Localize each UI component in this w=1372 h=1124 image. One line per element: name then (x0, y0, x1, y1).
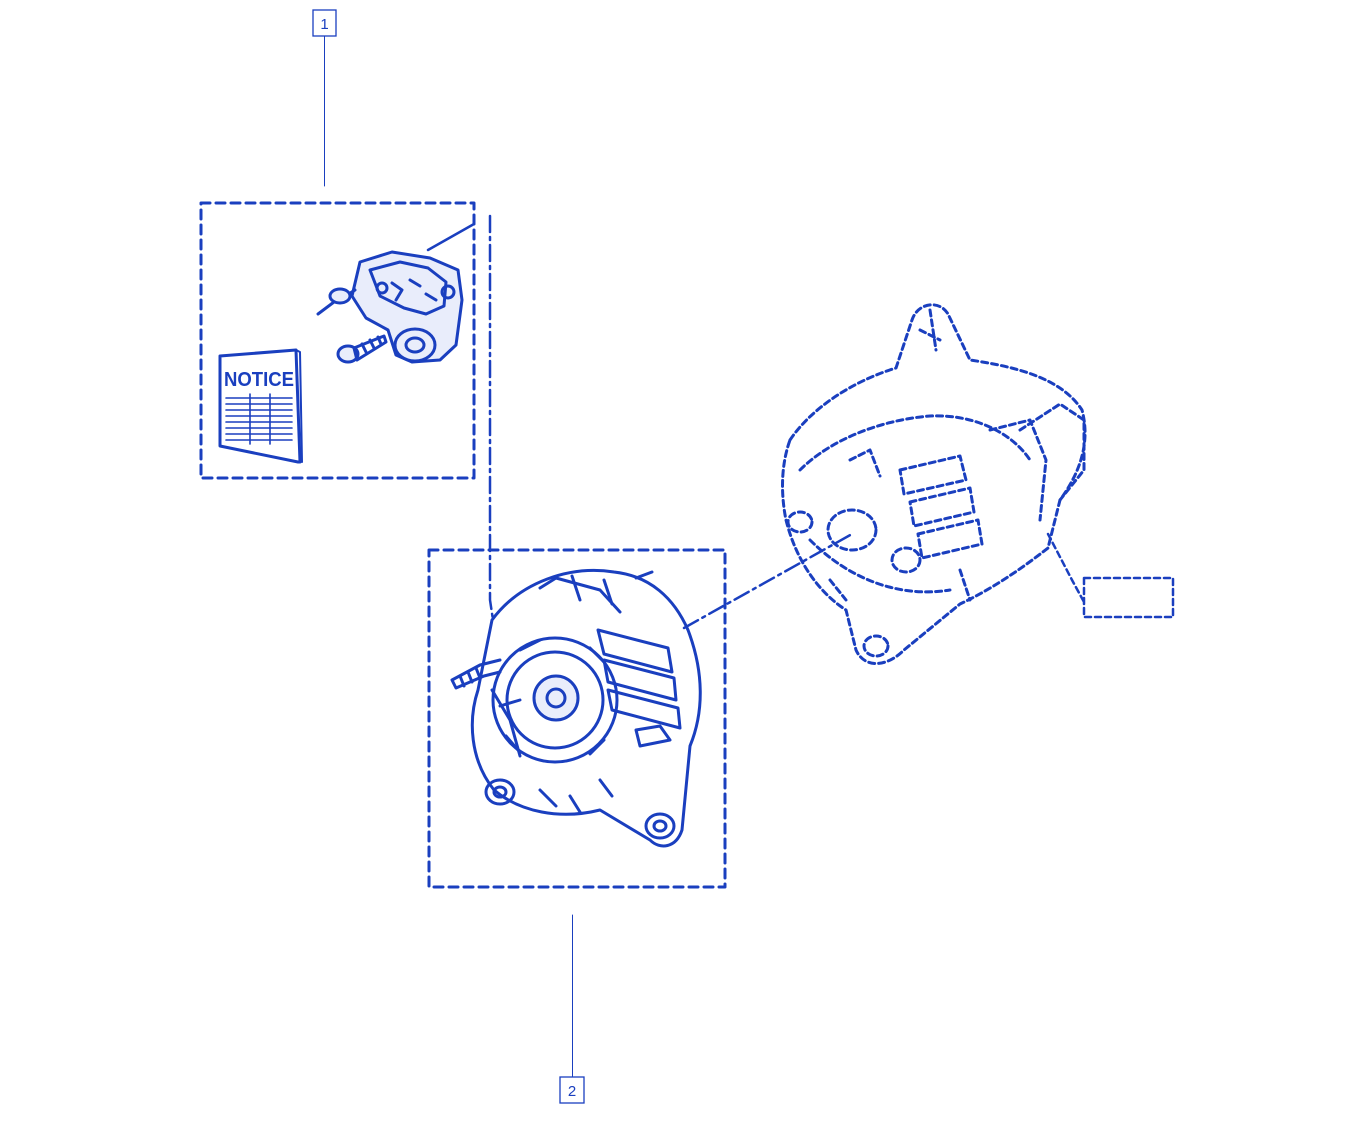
existing-part-leader (1046, 532, 1086, 604)
existing-alternator-icon (781, 303, 1087, 665)
notice-booklet-label: NOTICE (224, 369, 294, 391)
alternator-group-frame (427, 548, 727, 889)
callout-1-label: 1 (320, 16, 328, 33)
callout-1[interactable]: 1 (312, 9, 337, 37)
screw-icon[interactable] (336, 334, 388, 364)
regulator-pointer-line (426, 222, 476, 252)
existing-part-empty-frame (1082, 576, 1175, 619)
callout-2-label: 2 (568, 1083, 576, 1100)
alternator-icon[interactable] (450, 568, 702, 848)
notice-booklet-icon[interactable]: NOTICE (218, 348, 303, 464)
kit-connector-line (488, 214, 498, 642)
regulator-kit-icon[interactable] (316, 250, 464, 364)
alternator-connector-line (682, 532, 854, 630)
kit-group-frame (199, 201, 476, 480)
callout-2[interactable]: 2 (559, 1076, 585, 1104)
